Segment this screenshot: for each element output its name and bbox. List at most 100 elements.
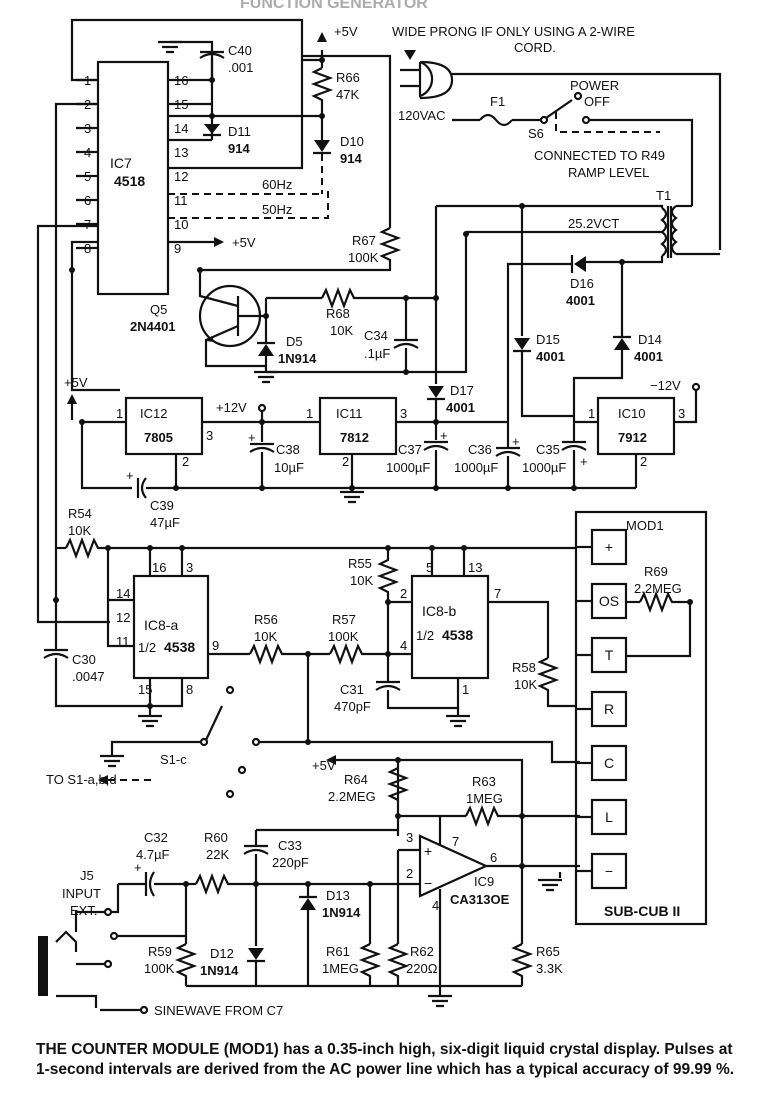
ic8a-label: IC8-a: [144, 617, 178, 633]
r63-value: 1MEG: [466, 791, 503, 806]
ground-symbol: [100, 754, 124, 768]
r62-label: R62: [410, 944, 434, 959]
pin-label: 3: [678, 406, 685, 421]
d15-label: D15: [536, 332, 560, 347]
ic8b-part: 4538: [442, 627, 473, 643]
pin-label: 7: [494, 586, 501, 601]
caption-body: has a 0.35-inch high, six-digit liquid c…: [36, 1041, 735, 1078]
mod1-terminal-label: R: [604, 701, 614, 717]
r62-resistor: [386, 943, 410, 986]
s1c-switch[interactable]: [205, 705, 223, 741]
j5-jack[interactable]: [38, 936, 48, 996]
d15-diode: [513, 338, 531, 353]
d11-label: D11: [228, 124, 251, 139]
r64-label: R64: [344, 772, 368, 787]
d14-diode: [613, 335, 631, 350]
r69-label: R69: [644, 564, 668, 579]
c40-value: .001: [228, 60, 253, 75]
d17-label: D17: [450, 383, 474, 398]
c31-capacitor: [375, 680, 401, 691]
d10-diode: [313, 140, 331, 155]
mod1-terminal-label: OS: [599, 593, 619, 609]
connected-note: CONNECTED TO R49: [534, 148, 665, 163]
d12-value: 1N914: [200, 963, 239, 978]
ic7-body: [96, 60, 170, 296]
c39-value: 47µF: [150, 515, 180, 530]
ic11-part: 7812: [340, 430, 369, 445]
power-label: POWER: [570, 78, 619, 93]
ground-symbol: [138, 714, 162, 728]
r54-label: R54: [68, 506, 92, 521]
c36-capacitor: [495, 446, 521, 457]
r64-value: 2.2MEG: [328, 789, 376, 804]
pin-label: 6: [490, 850, 497, 865]
r57-label: R57: [332, 612, 356, 627]
ic7-pin-label: 14: [174, 121, 188, 136]
r61-label: R61: [326, 944, 350, 959]
minus12v-label: −12V: [650, 378, 681, 393]
ic7-part: 4518: [114, 173, 145, 189]
vct-label: 25.2VCT: [568, 216, 619, 231]
ic7-pin-label: 9: [174, 241, 181, 256]
ic10-label: IC10: [618, 406, 645, 421]
d5-label: D5: [286, 334, 303, 349]
c39-label: C39: [150, 498, 174, 513]
d13-diode: [299, 895, 317, 910]
ic12-label: IC12: [140, 406, 167, 421]
s6-switch[interactable]: [545, 99, 573, 119]
r59-resistor: [174, 943, 198, 986]
mod1-terminal-label: −: [605, 863, 613, 879]
ic10-part: 7912: [618, 430, 647, 445]
c30-label: C30: [72, 652, 96, 667]
ground-symbol: [340, 490, 364, 504]
d11-diode: [203, 124, 221, 137]
mod1-terminal[interactable]: [590, 744, 628, 782]
ic9-label: IC9: [474, 874, 494, 889]
r56-label: R56: [254, 612, 278, 627]
r69-value: 2.2MEG: [634, 581, 682, 596]
mod1-terminal-label: L: [605, 809, 613, 825]
mod1-terminal[interactable]: [590, 798, 628, 836]
r56-value: 10K: [254, 629, 277, 644]
j5-label: J5: [80, 868, 94, 883]
ic8a-half: 1/2: [138, 640, 156, 655]
c35-value: 1000µF: [522, 460, 566, 475]
c37-value: 1000µF: [386, 460, 430, 475]
pin-label: 3: [186, 560, 193, 575]
ic7-label: IC7: [110, 155, 132, 171]
sinewave-label: SINEWAVE FROM C7: [154, 1003, 283, 1018]
r60-value: 22K: [206, 847, 229, 862]
c32-label: C32: [144, 830, 168, 845]
r55-label: R55: [348, 556, 372, 571]
ic8a-part: 4538: [164, 639, 195, 655]
pin-label: 3: [400, 406, 407, 421]
ic8b-label: IC8-b: [422, 603, 456, 619]
c34-label: C34: [364, 328, 388, 343]
d13-value: 1N914: [322, 905, 361, 920]
mod1-terminal[interactable]: [590, 690, 628, 728]
input-label: INPUT: [62, 886, 101, 901]
r69-resistor: [626, 590, 692, 658]
r66-label: R66: [336, 70, 360, 85]
mod1-terminal[interactable]: [590, 582, 628, 620]
ic12-body: [124, 396, 204, 456]
r56-resistor: [249, 642, 330, 666]
pin-label: 12: [116, 610, 130, 625]
r60-resistor: [195, 872, 420, 896]
d5-value: 1N914: [278, 351, 317, 366]
c40-capacitor: [170, 40, 225, 59]
mod1-terminal[interactable]: [590, 852, 628, 890]
d10-label: D10: [340, 134, 364, 149]
top-title: FUNCTION GENERATOR: [240, 0, 428, 12]
d17-value: 4001: [446, 400, 475, 415]
wide-prong-note: WIDE PRONG IF ONLY USING A 2-WIRE: [392, 24, 635, 39]
r57-value: 100K: [328, 629, 359, 644]
ic8a-body: [132, 574, 210, 680]
pin-label: 2: [640, 454, 647, 469]
r63-resistor: [465, 804, 522, 828]
ic11-label: IC11: [336, 406, 363, 421]
ground-symbol: [428, 994, 452, 1008]
ramp-note: RAMP LEVEL: [568, 165, 649, 180]
